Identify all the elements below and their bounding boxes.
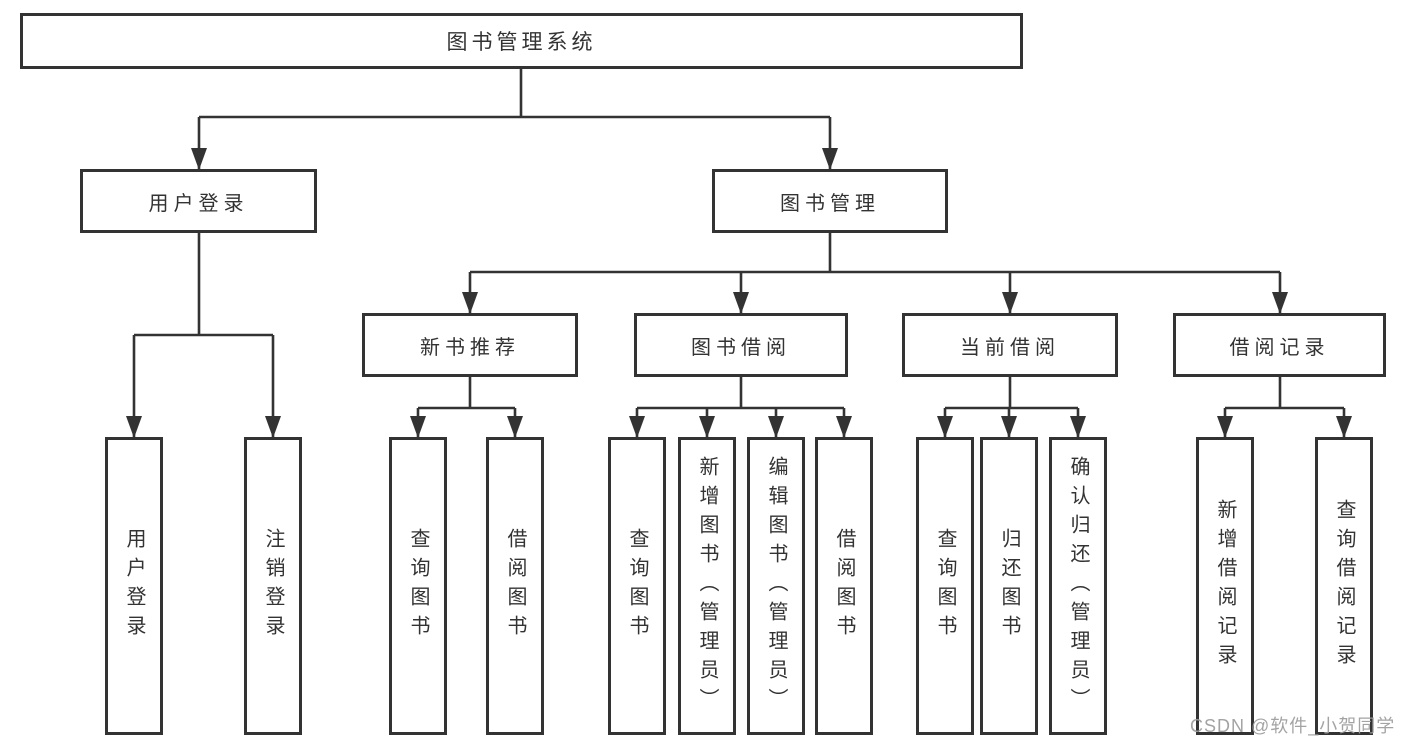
node-current-borrowing: 当前借阅	[902, 313, 1118, 377]
connector-borrowing-records-split	[1225, 377, 1344, 410]
node-book-borrowing: 图书借阅	[634, 313, 848, 377]
leaf-query-books-current: 查询图书	[916, 437, 974, 735]
watermark: CSDN @软件_小贺同学	[1190, 716, 1396, 736]
node-new-book-recommend: 新书推荐	[362, 313, 578, 377]
leaf-edit-books-admin: 编辑图书（管理员）	[747, 437, 805, 735]
leaf-borrow-books-borrowing: 借阅图书	[815, 437, 873, 735]
leaf-confirm-return-admin: 确认归还（管理员）	[1049, 437, 1107, 735]
leaf-add-books-admin: 新增图书（管理员）	[678, 437, 736, 735]
leaf-borrow-books-recommend: 借阅图书	[486, 437, 544, 735]
leaf-query-books-borrowing: 查询图书	[608, 437, 666, 735]
node-root-system: 图书管理系统	[20, 13, 1023, 69]
leaf-query-borrow-record: 查询借阅记录	[1315, 437, 1373, 735]
node-book-management: 图书管理	[712, 169, 948, 233]
leaf-query-books-recommend: 查询图书	[389, 437, 447, 735]
connector-new-book-recommend-split	[418, 377, 515, 410]
leaf-return-books: 归还图书	[980, 437, 1038, 735]
connector-book-management-split	[470, 233, 1280, 274]
connector-root-split	[199, 69, 830, 119]
node-borrowing-records: 借阅记录	[1173, 313, 1386, 377]
leaf-user-login: 用户登录	[105, 437, 163, 735]
leaf-logout-login: 注销登录	[244, 437, 302, 735]
connector-current-borrowing-split	[945, 377, 1078, 410]
node-user-login: 用户登录	[80, 169, 317, 233]
connector-user-login-split	[134, 233, 273, 337]
connector-book-borrowing-split	[637, 377, 844, 410]
leaf-add-borrow-record: 新增借阅记录	[1196, 437, 1254, 735]
